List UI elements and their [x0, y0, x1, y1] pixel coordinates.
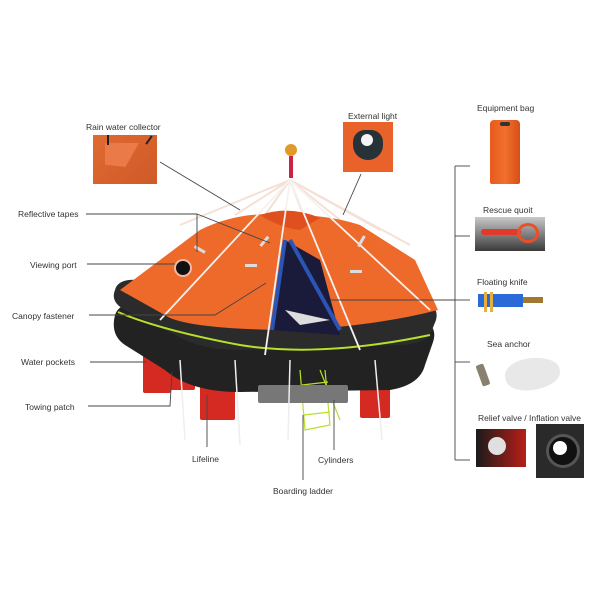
label-floating-knife: Floating knife [477, 277, 528, 287]
label-sea-anchor: Sea anchor [487, 339, 531, 349]
label-external-light: External light [348, 111, 398, 121]
inflation-valve-image [536, 424, 584, 478]
relief-valve-image [476, 429, 526, 467]
label-reflective-tapes: Reflective tapes [18, 209, 79, 219]
external-light-image [343, 122, 393, 172]
label-cylinders: Cylinders [318, 455, 354, 465]
label-canopy-fastener: Canopy fastener [12, 311, 75, 321]
cylinders-shape [258, 385, 348, 403]
sea-anchor-image [475, 354, 565, 394]
label-boarding-ladder: Boarding ladder [273, 486, 334, 496]
rescue-quoit-image [475, 217, 545, 251]
label-rain-water-collector: Rain water collector [86, 122, 161, 132]
label-viewing-port: Viewing port [30, 260, 77, 270]
label-towing-patch: Towing patch [25, 402, 75, 412]
label-rescue-quoit: Rescue quoit [483, 205, 533, 215]
equipment-bag-image [488, 120, 524, 184]
lifting-hook-icon [285, 144, 297, 178]
floating-knife-image [478, 292, 546, 316]
label-water-pockets: Water pockets [21, 357, 76, 367]
rain-water-collector-image [93, 135, 157, 184]
leader-lines [86, 161, 470, 480]
label-lifeline: Lifeline [192, 454, 219, 464]
label-relief-inflation-valve: Relief valve / Inflation valve [478, 413, 581, 423]
viewing-port-shape [174, 259, 192, 277]
label-equipment-bag: Equipment bag [477, 103, 535, 113]
